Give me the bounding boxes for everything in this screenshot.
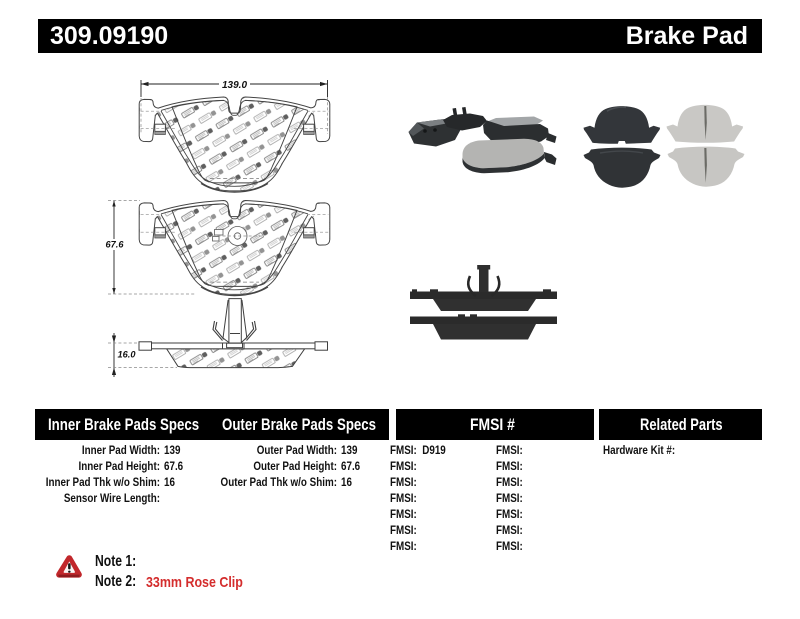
- svg-text:16.0: 16.0: [118, 350, 137, 360]
- svg-text:67.6: 67.6: [106, 240, 125, 250]
- svg-text:139.0: 139.0: [222, 80, 247, 91]
